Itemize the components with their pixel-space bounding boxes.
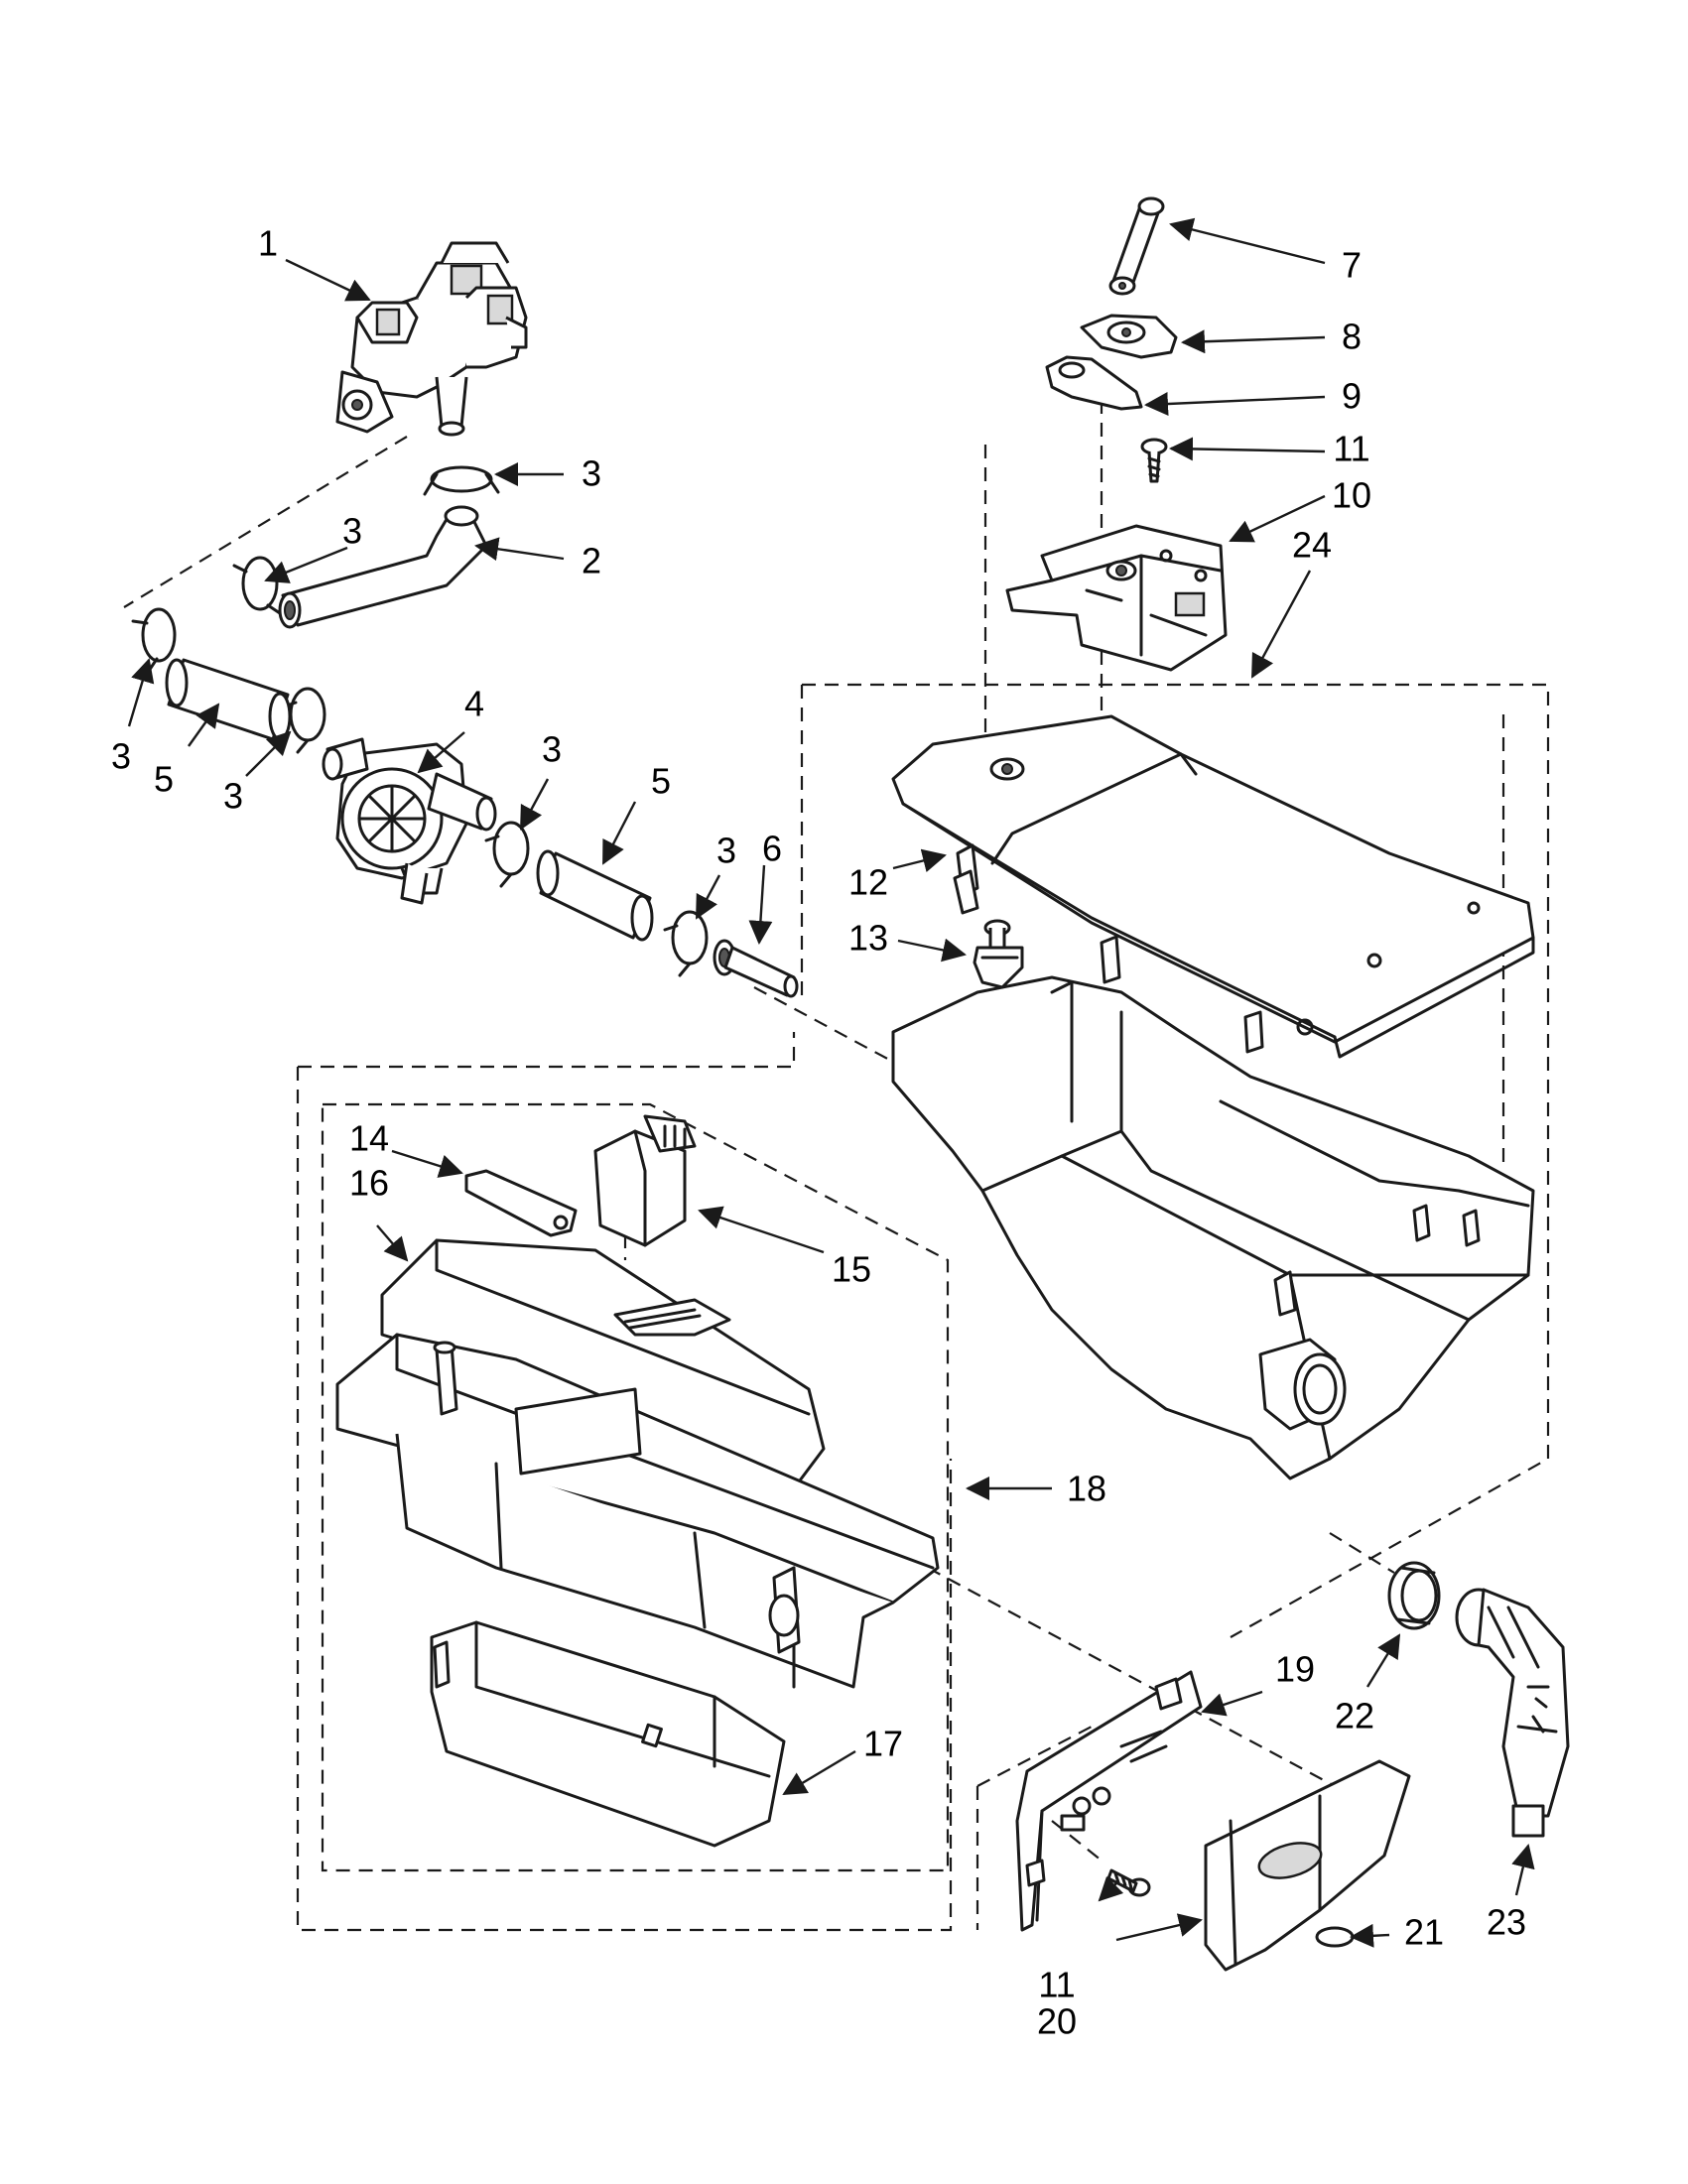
callout-12: 12 [848,862,888,903]
callout-3e: 3 [542,729,562,770]
cam-plate [1080,314,1178,359]
callout-14: 14 [349,1118,389,1159]
siphon-valve [322,737,497,905]
callout-15: 15 [832,1249,871,1290]
callout-1: 1 [258,223,278,264]
callout-6: 6 [762,829,782,869]
callout-10: 10 [1332,475,1371,516]
hoses [165,658,654,942]
callout-2: 2 [582,541,601,581]
callout-3a: 3 [582,453,601,494]
dispenser-actuator [1005,524,1228,672]
callout-11b: 11 [1038,1965,1075,2005]
callout-18: 18 [1067,1469,1106,1509]
group-box-18 [296,1032,953,1932]
callout-5a: 5 [154,759,174,800]
grommet [1387,1561,1441,1630]
hose-clamps [131,465,709,977]
group-boxes [296,683,1550,1932]
callout-20: 20 [1037,2001,1077,2042]
nozzle-tube [713,939,799,998]
group-box-16-17 [321,1102,950,1872]
leader-arrows [127,217,1535,1948]
callout-3f: 3 [716,831,736,871]
drawer-handle [1204,1759,1411,1972]
callout-23: 23 [1487,1902,1526,1943]
callout-24: 24 [1292,525,1332,566]
screw-top [1140,438,1168,483]
siphon-flap [464,1169,578,1237]
callout-11a: 11 [1333,429,1369,469]
dispenser-drawer [335,1238,940,1689]
callout-22: 22 [1335,1696,1374,1736]
callout-3c: 3 [111,736,131,777]
badge [1315,1926,1355,1948]
water-inlet-valve [335,241,528,437]
callout-7: 7 [1342,245,1362,286]
callout-13: 13 [848,918,888,959]
hose-elbow [278,505,488,629]
mounting-panel [1015,1670,1203,1932]
drawer-front [430,1620,786,1848]
outlet-hose [1455,1588,1570,1838]
callout-3d: 3 [223,776,243,817]
dispenser-housing-lid [891,714,1535,1059]
callout-8: 8 [1342,317,1362,357]
dispenser-housing-tub [891,975,1535,1480]
actuator-link [1108,196,1165,296]
group-box-19-21 [975,1726,1093,1930]
callout-4: 4 [464,684,484,724]
callout-3b: 3 [342,511,362,552]
callout-5b: 5 [651,761,671,802]
gasket [1045,355,1143,411]
callout-19: 19 [1275,1649,1315,1690]
bleach-cup [593,1114,697,1247]
latch-clip [953,869,979,915]
callout-17: 17 [863,1724,903,1764]
group-box-24 [800,683,1550,1638]
callout-labels: 1 2 3 3 3 3 3 3 4 5 5 6 7 8 9 10 11 11 1… [111,223,1526,2042]
callout-9: 9 [1342,376,1362,417]
callout-16: 16 [349,1163,389,1204]
callout-21: 21 [1404,1912,1444,1953]
siphon-cap [973,919,1024,989]
screw-bottom [1106,1868,1151,1897]
